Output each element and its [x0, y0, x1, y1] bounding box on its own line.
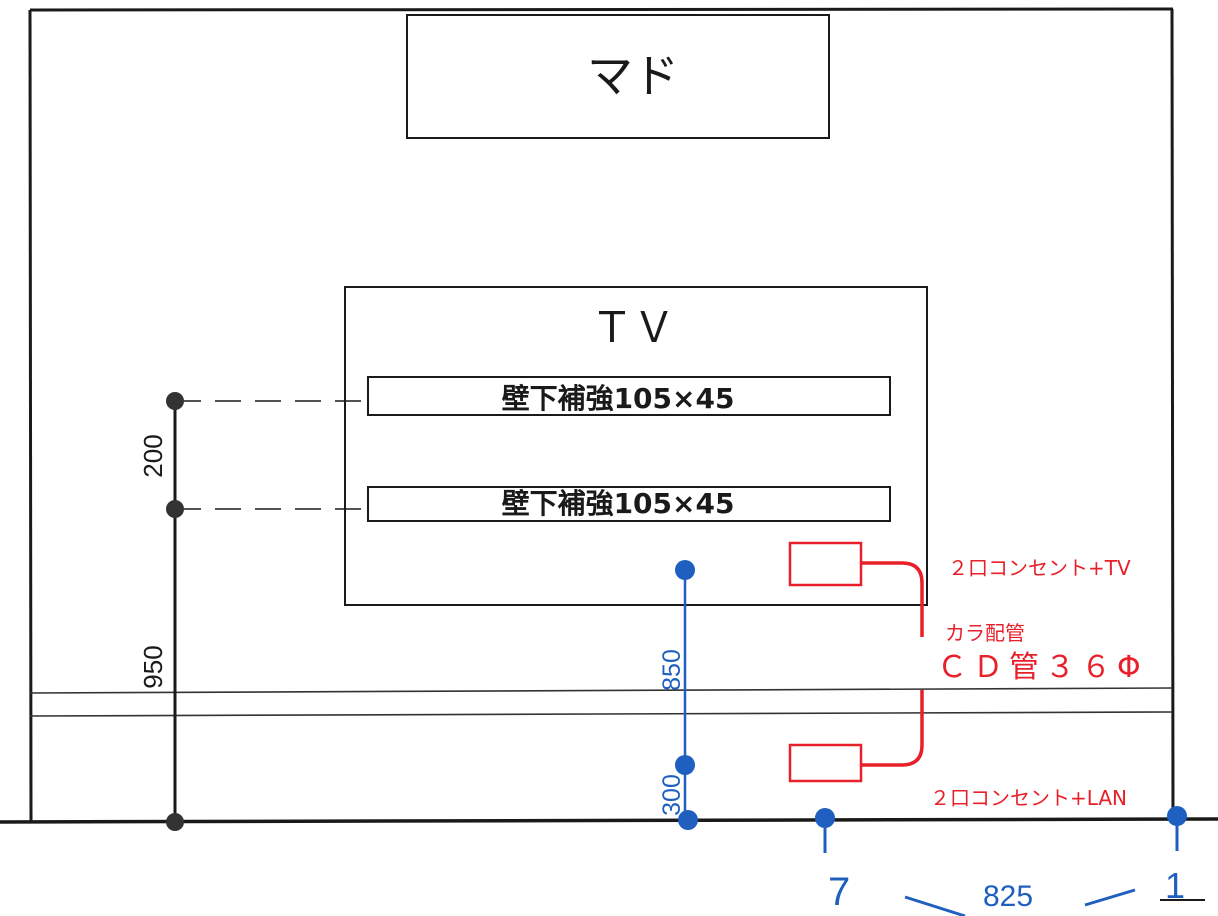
conduit-spec: ＣＤ管３６Φ: [937, 650, 1147, 685]
dimension-dot: [1167, 806, 1187, 826]
black-dimension-line: [173, 400, 368, 822]
conduit-note: カラ配管: [945, 621, 1025, 645]
dimension-825: 825: [983, 880, 1033, 913]
reinforcement-label: 壁下補強105×45: [502, 487, 735, 520]
wall-outline: [28, 7, 1175, 823]
dimension-dot: [166, 813, 184, 831]
dimension-950: 950: [138, 645, 168, 688]
dimension-dot: [678, 810, 698, 830]
dimension-fragment-7: 7: [828, 870, 850, 914]
dimension-dot: [815, 808, 835, 828]
outlet-upper-label: ２口コンセント+TV: [948, 556, 1131, 580]
window-box: [406, 14, 830, 139]
window-label: マド: [587, 49, 679, 103]
reinforcement-label: 壁下補強105×45: [502, 382, 735, 415]
outlet-box-lower: [788, 743, 863, 783]
baseboard-lines: [29, 687, 1173, 717]
dimension-300: 300: [658, 774, 686, 816]
conduit-lower: [861, 690, 924, 767]
floor-line: [0, 817, 1218, 824]
tv-label: ＴＶ: [591, 303, 675, 352]
dimension-dot: [675, 755, 695, 775]
outlet-box-upper: [788, 541, 863, 587]
reinforcement-strip-lower: [367, 486, 891, 522]
dimension-dot: [166, 392, 184, 410]
reinforcement-strip-upper: [367, 376, 891, 416]
dimension-200: 200: [138, 434, 168, 477]
dimension-850: 850: [658, 649, 686, 691]
bottom-dimension-lines: [823, 826, 1179, 916]
outlet-lower-label: ２口コンセント+LAN: [930, 786, 1127, 810]
dimension-dot: [675, 560, 695, 580]
conduit-upper: [861, 561, 924, 637]
dimension-fragment-1: 1: [1165, 865, 1185, 906]
dimension-dot: [166, 500, 184, 518]
